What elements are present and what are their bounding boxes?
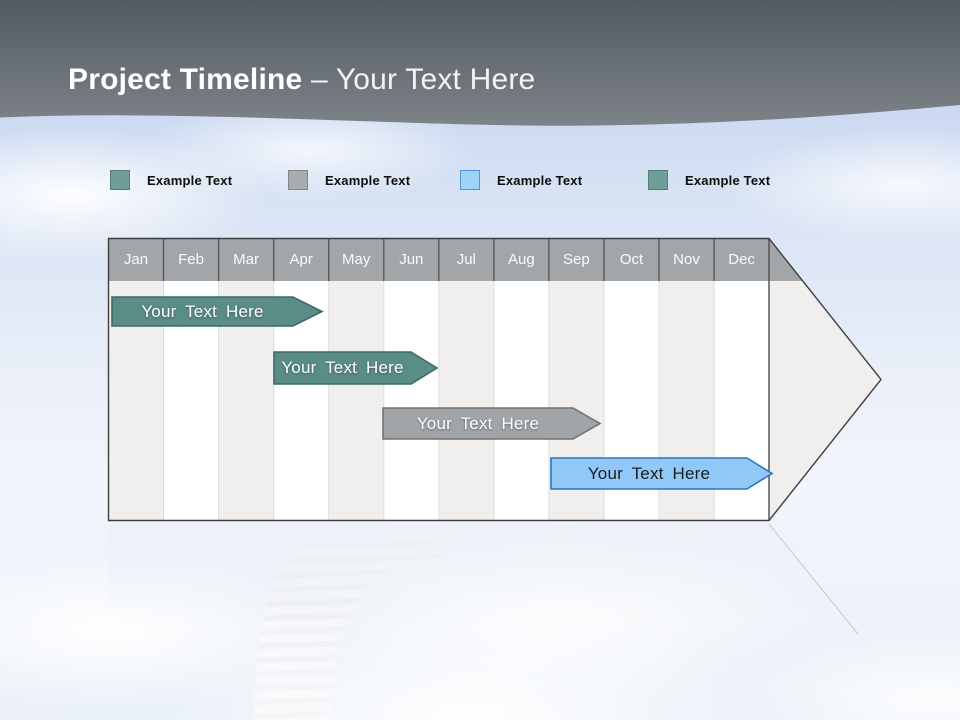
month-label: Sep	[563, 251, 590, 268]
legend-label: Example Text	[497, 172, 583, 188]
chart-reflection	[108, 523, 881, 720]
legend-label: Example Text	[685, 172, 771, 188]
month-label: Dec	[728, 251, 755, 268]
legend-item: Example Text	[110, 169, 232, 191]
month-label: Feb	[178, 251, 204, 268]
legend-swatch-blue	[460, 170, 480, 190]
task-bar-label: Your Text Here	[416, 414, 540, 433]
legend-item: Example Text	[648, 169, 770, 191]
task-bar-4	[550, 457, 774, 490]
month-label: Jul	[456, 251, 476, 268]
task-bar-label: Your Text Here	[281, 358, 404, 377]
legend-item: Example Text	[460, 169, 582, 191]
slide-title-main: Project Timeline	[68, 63, 303, 96]
month-header-band	[108, 238, 804, 281]
legend-label: Example Text	[147, 172, 233, 188]
month-label: Jan	[123, 251, 149, 268]
month-label: Jun	[399, 251, 424, 268]
month-label: Nov	[673, 251, 700, 268]
month-label: Apr	[289, 251, 313, 268]
month-label: Aug	[508, 251, 535, 268]
header-separators	[162, 238, 715, 281]
task-bar-2	[273, 351, 439, 385]
header-band	[0, 0, 960, 126]
legend-item: Example Text	[288, 169, 410, 191]
month-label: Oct	[619, 251, 644, 268]
task-bar-1	[111, 296, 324, 327]
arrow-tip-area	[769, 281, 881, 521]
timeline-arrow-outline	[107, 237, 882, 522]
legend-swatch-gray	[288, 170, 308, 190]
legend-label: Example Text	[325, 172, 411, 188]
legend-swatch-teal-2	[648, 170, 668, 190]
slide-title: Project Timeline – Your Text Here	[68, 60, 535, 100]
month-label: Mar	[233, 251, 260, 268]
month-label: May	[342, 251, 371, 268]
task-bar-label: Your Text Here	[587, 464, 711, 483]
task-bar-label: Your Text Here	[141, 302, 264, 321]
legend-swatch-teal	[110, 170, 130, 190]
slide-title-rest: – Your Text Here	[310, 63, 536, 96]
task-bar-3	[382, 407, 602, 440]
